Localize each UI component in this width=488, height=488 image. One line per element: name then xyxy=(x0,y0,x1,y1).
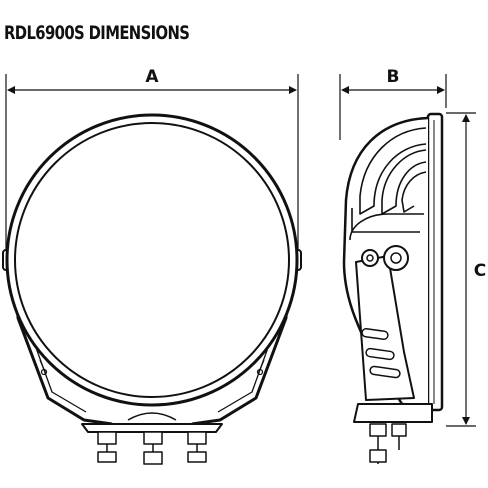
front-bolts xyxy=(97,431,207,465)
dimension-a-label: A xyxy=(145,67,159,87)
side-bracket-plate xyxy=(355,255,415,401)
dimension-a xyxy=(5,74,299,250)
side-bezel xyxy=(426,112,444,412)
dimension-b-label: B xyxy=(387,67,400,87)
front-view xyxy=(2,113,302,465)
side-mount-base xyxy=(353,403,433,423)
front-mount-boss xyxy=(127,412,177,421)
side-pivot-knob-center xyxy=(366,254,374,262)
page-title: RDL6900S DIMENSIONS xyxy=(4,22,190,44)
front-lens-ring xyxy=(14,122,290,398)
dimension-c xyxy=(446,112,476,427)
front-housing-outer xyxy=(5,113,299,407)
side-bolts xyxy=(369,423,407,464)
front-mount-base xyxy=(81,423,223,433)
side-bracket-slots xyxy=(361,327,401,379)
side-adjust-gear xyxy=(383,245,409,271)
dimension-b xyxy=(339,74,447,140)
side-view xyxy=(342,112,444,464)
side-adjust-gear-center xyxy=(390,252,402,264)
side-pivot-knob xyxy=(361,249,379,267)
dimension-c-label: C xyxy=(474,261,486,281)
side-heat-fins xyxy=(349,127,427,241)
